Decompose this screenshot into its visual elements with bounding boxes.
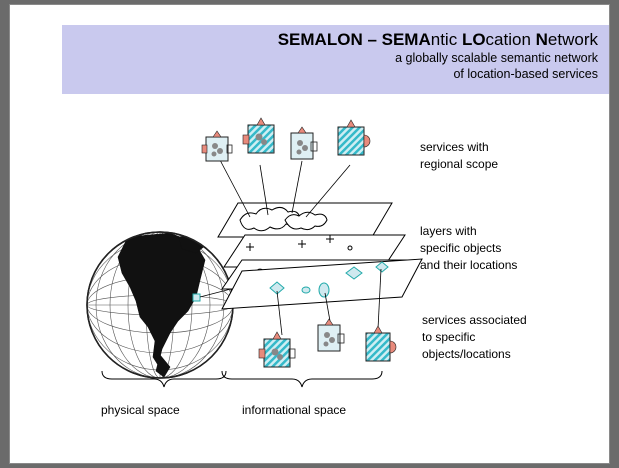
puzzle-service-icon (365, 325, 397, 362)
globe-icon (86, 231, 234, 379)
informational-space-brace (221, 370, 383, 388)
label-physical-space: physical space (101, 403, 180, 417)
label-assoc-line-2: to specific (422, 330, 476, 344)
location-marker (192, 293, 201, 302)
subtitle-line-2: of location-based services (453, 67, 598, 81)
label-assoc-line-3: objects/locations (422, 347, 511, 361)
title-part: LO (461, 30, 486, 49)
slide-title: SEMALON – SEMAntic LOcation Network (278, 29, 598, 50)
label-assoc-line-1: services associated (422, 313, 527, 327)
slide: SEMALON – SEMAntic LOcation Network a gl… (9, 4, 610, 464)
puzzle-service-icon (201, 130, 233, 162)
title-part: N (535, 30, 548, 49)
title-block: SEMALON – SEMAntic LOcation Network a gl… (278, 29, 598, 82)
puzzle-service-icon (258, 331, 296, 368)
physical-space-brace (101, 370, 227, 388)
label-layers-line-2: specific objects (420, 241, 502, 255)
label-regional-line-1: services with (420, 140, 489, 154)
object-connectors (276, 268, 382, 336)
puzzle-service-icon (337, 119, 371, 156)
puzzle-service-icon (317, 318, 345, 352)
title-part: etwork (547, 30, 598, 49)
puzzle-service-icon (290, 126, 318, 160)
label-layers-line-3: and their locations (420, 258, 518, 272)
semalon-diagram (86, 117, 423, 388)
label-informational-space: informational space (242, 403, 347, 417)
title-part: SEMALON – SEMA (277, 30, 431, 49)
layer-regional (217, 202, 393, 238)
layer-locations (221, 258, 423, 310)
label-regional-line-2: regional scope (420, 157, 499, 171)
subtitle-line-1: a globally scalable semantic network (395, 51, 598, 65)
label-layers-line-1: layers with (420, 224, 477, 238)
puzzle-service-icon (242, 117, 275, 154)
regional-connectors (219, 159, 351, 218)
title-part: ntic (430, 30, 462, 49)
title-part: cation (485, 30, 536, 49)
title-bar: SEMALON – SEMAntic LOcation Network a gl… (62, 25, 609, 94)
